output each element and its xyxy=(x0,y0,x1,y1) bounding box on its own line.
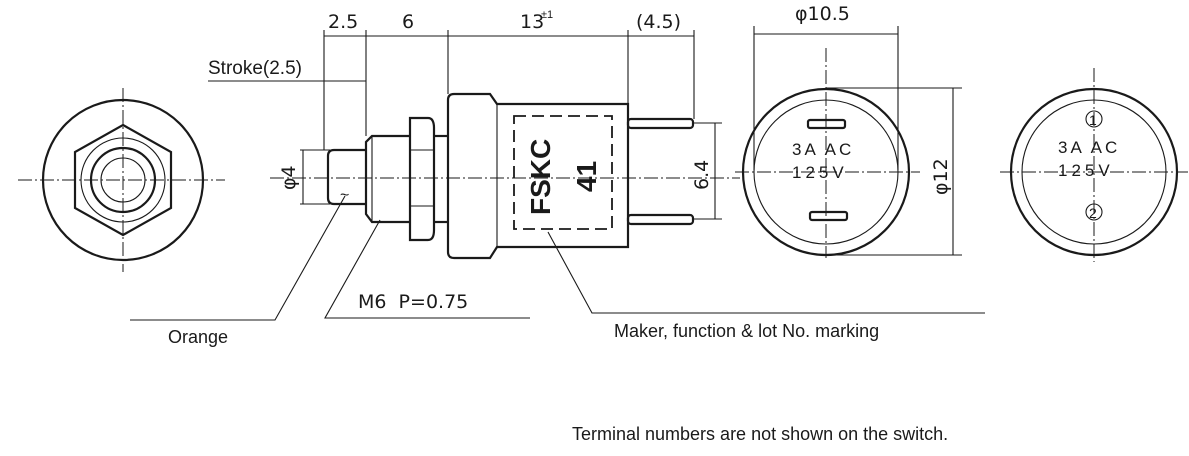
dim-terminal: (4.5) xyxy=(636,11,681,33)
marking-note: Maker, function & lot No. marking xyxy=(614,321,879,341)
actuator-tilde-mark: ~ xyxy=(340,187,349,204)
terminal-2-number: 2 xyxy=(1089,205,1097,221)
maker-marking: FSKC xyxy=(525,139,556,215)
thread-label: M6 P=0.75 xyxy=(358,291,468,313)
dim-base-diameter: φ10.5 xyxy=(795,3,850,25)
rating-line1-terminal-view: 3A AC xyxy=(1058,138,1120,157)
dim-plunger-diameter: φ4 xyxy=(278,165,300,190)
dim-body-tolerance: ±1 xyxy=(541,9,553,21)
terminal-1-number: 1 xyxy=(1089,112,1097,128)
leader-lines xyxy=(130,195,985,321)
orange-label: Orange xyxy=(168,327,228,347)
dim-bushing: 6 xyxy=(402,11,414,33)
front-end-view xyxy=(18,88,225,272)
dim-body: 13 xyxy=(520,11,544,33)
dim-stroke: 2.5 xyxy=(328,11,358,33)
rating-line2: 125V xyxy=(792,163,848,182)
rear-view xyxy=(735,26,962,258)
rating-line1: 3A AC xyxy=(792,140,854,159)
terminal-note: Terminal numbers are not shown on the sw… xyxy=(572,424,948,444)
dimension-lines xyxy=(208,30,722,220)
dim-body-diameter: φ12 xyxy=(930,158,952,195)
terminal-view xyxy=(1000,68,1188,262)
lot-marking: 41 xyxy=(571,161,602,192)
dim-terminal-spacing: 6.4 xyxy=(691,160,713,190)
side-view: FSKC 41 ~ xyxy=(270,92,740,260)
stroke-label: Stroke(2.5) xyxy=(208,58,302,79)
rating-line2-terminal-view: 125V xyxy=(1058,161,1114,180)
